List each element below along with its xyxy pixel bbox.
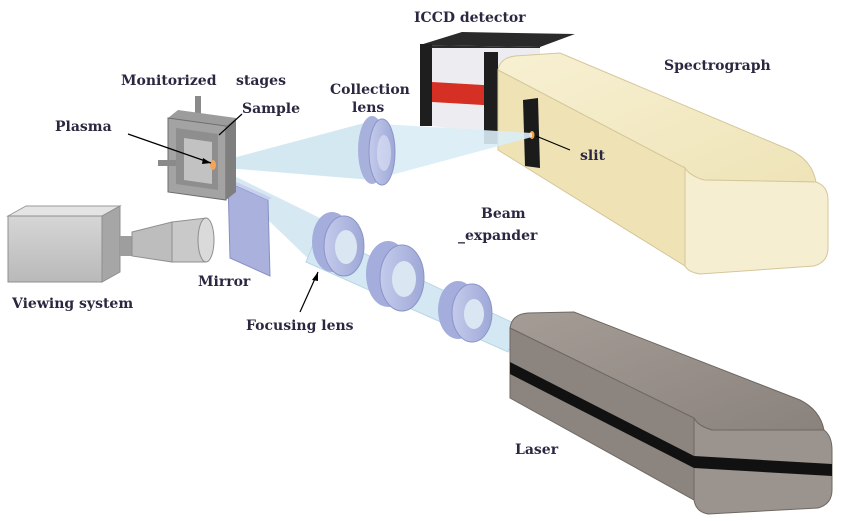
mirror-label: Mirror xyxy=(198,274,251,290)
beam-expander-label-line2: _expander xyxy=(458,228,538,244)
relay-beam xyxy=(380,124,532,178)
monitorized-stages-label: Monitorized stages xyxy=(121,73,286,89)
laser-black-stripe xyxy=(510,362,694,468)
collection-lens-label-line2: lens xyxy=(352,100,385,116)
detector-red-stripe xyxy=(432,82,500,106)
collection-beam xyxy=(214,122,390,180)
collection-lens xyxy=(358,116,396,186)
slit-pointer xyxy=(535,135,571,151)
spectrograph-label: Spectrograph xyxy=(664,58,771,74)
sample-pointer xyxy=(218,113,243,136)
focusing-lens xyxy=(312,212,365,277)
viewing-system-label: Viewing system xyxy=(12,296,134,312)
beam-expander-label-line1: Beam xyxy=(481,206,526,222)
plasma-pointer xyxy=(127,133,212,164)
laser xyxy=(509,311,833,515)
monitorized-stages xyxy=(158,96,236,201)
sample-plate xyxy=(184,138,212,184)
spectrograph xyxy=(497,52,829,275)
slit-label: slit xyxy=(580,148,605,164)
focusing-lens-label: Focusing lens xyxy=(246,318,354,334)
mirror xyxy=(227,180,272,277)
collection-lens-label-line1: Collection xyxy=(330,82,410,98)
plasma-spot xyxy=(210,160,216,170)
sample-label: Sample xyxy=(242,101,301,117)
plasma-label: Plasma xyxy=(55,119,112,135)
viewing-system xyxy=(6,205,215,283)
laser-label: Laser xyxy=(515,442,559,458)
beam-expander-lens-1 xyxy=(366,241,425,312)
iccd-detector-label: ICCD detector xyxy=(414,10,526,26)
beam-expander-lens-2 xyxy=(438,281,493,343)
